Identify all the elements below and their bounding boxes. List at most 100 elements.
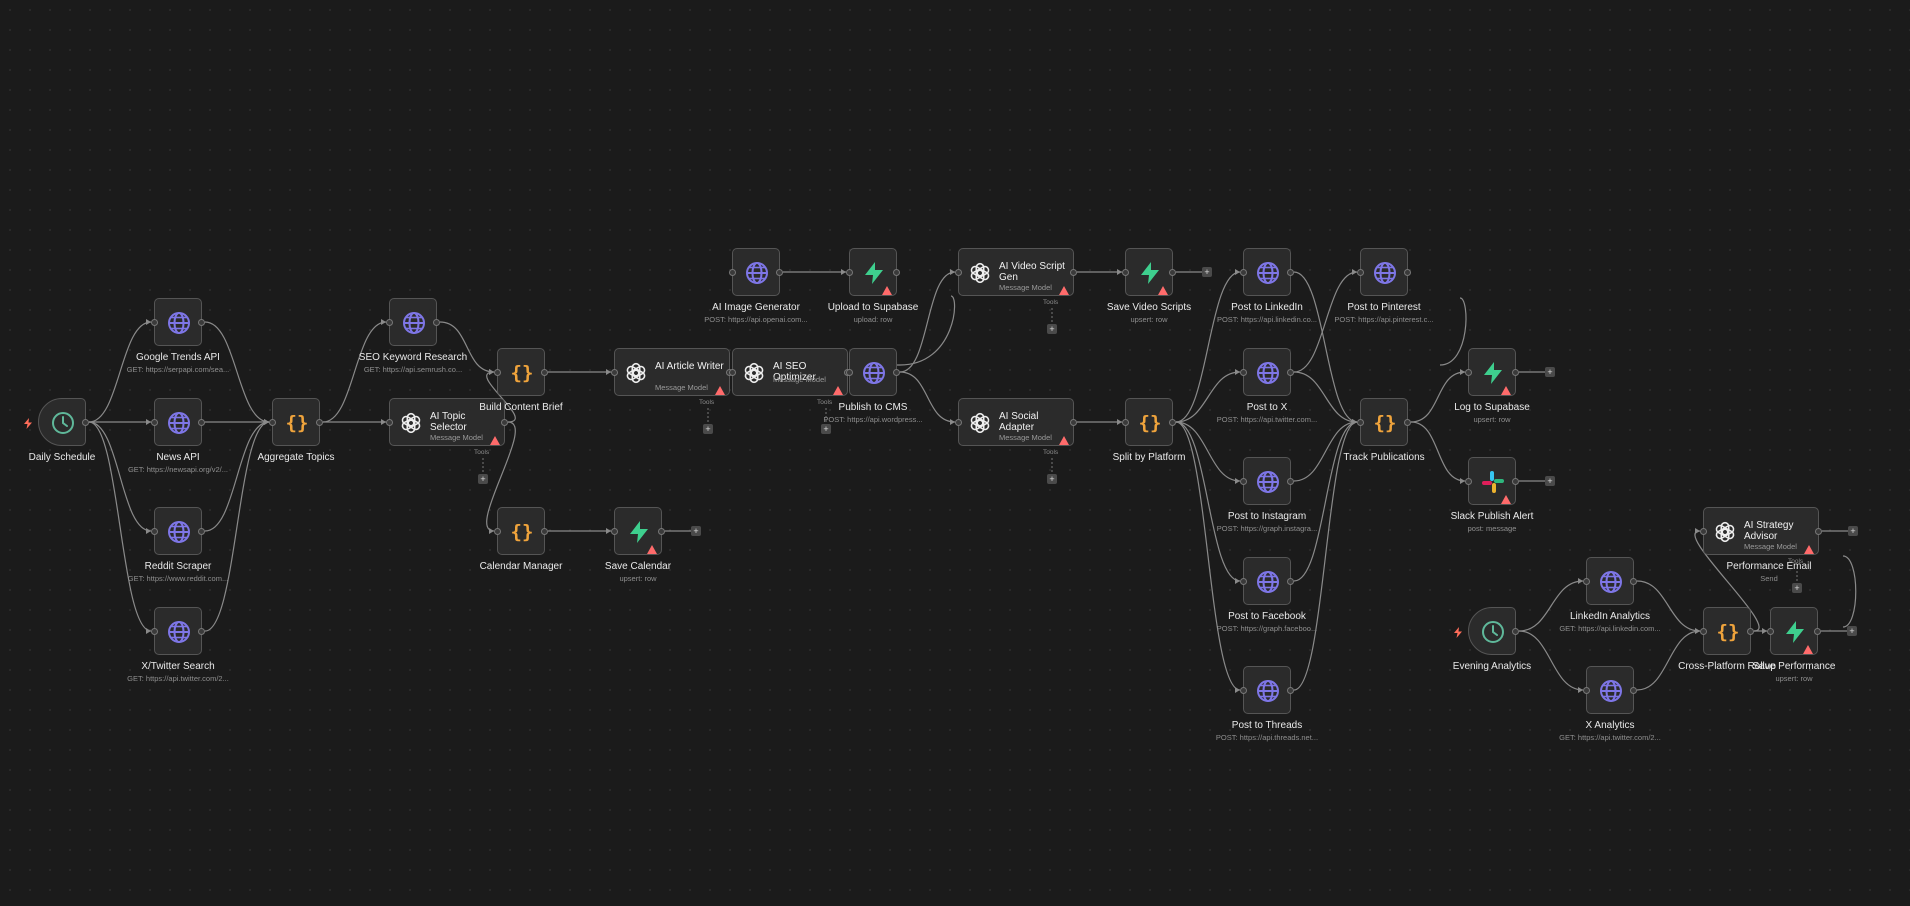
output-port[interactable] [82, 419, 89, 426]
connection-split-threads[interactable] [1175, 421, 1241, 691]
connection-cms-video[interactable] [899, 271, 956, 373]
connection-split-linkedin[interactable] [1175, 271, 1241, 423]
output-port[interactable] [776, 269, 783, 276]
add-node-button[interactable]: + [691, 526, 701, 536]
add-tool-button[interactable]: + [1792, 583, 1802, 593]
node-calendar[interactable]: {} [494, 507, 548, 555]
output-port[interactable] [1169, 269, 1176, 276]
node-seo[interactable] [386, 298, 440, 346]
input-port[interactable] [1767, 628, 1774, 635]
output-port[interactable] [541, 528, 548, 535]
input-port[interactable] [1700, 528, 1707, 535]
output-port[interactable] [1287, 578, 1294, 585]
input-port[interactable] [494, 528, 501, 535]
connection-track-slack[interactable] [1410, 421, 1466, 482]
input-port[interactable] [151, 419, 158, 426]
connection-seo-brief[interactable] [439, 321, 495, 373]
node-evening[interactable] [1468, 607, 1519, 655]
node-threads[interactable] [1240, 666, 1294, 714]
node-imagegen[interactable] [729, 248, 783, 296]
output-port[interactable] [1814, 628, 1821, 635]
node-saveperf[interactable] [1767, 607, 1821, 655]
node-gtrends[interactable] [151, 298, 205, 346]
node-logsupa[interactable] [1465, 348, 1519, 396]
add-tool-button[interactable]: + [1047, 324, 1057, 334]
node-xsearch[interactable] [151, 607, 205, 655]
node-facebook[interactable] [1240, 557, 1294, 605]
output-port[interactable] [198, 528, 205, 535]
connection-topic-calendar[interactable] [486, 421, 516, 532]
node-daily[interactable] [38, 398, 89, 446]
node-savevideo[interactable] [1122, 248, 1176, 296]
output-port[interactable] [658, 528, 665, 535]
input-port[interactable] [1240, 269, 1247, 276]
add-tool-button[interactable]: + [478, 474, 488, 484]
output-port[interactable] [1287, 269, 1294, 276]
input-port[interactable] [729, 369, 736, 376]
connection-daily-xsearch[interactable] [88, 421, 152, 632]
input-port[interactable] [1583, 687, 1590, 694]
input-port[interactable] [1122, 269, 1129, 276]
node-slack[interactable] [1465, 457, 1519, 505]
output-port[interactable] [893, 369, 900, 376]
connection-cms-social[interactable] [899, 371, 956, 423]
connection-instagram-track[interactable] [1293, 421, 1358, 482]
input-port[interactable] [494, 369, 501, 376]
connection-gtrends-aggregate[interactable] [204, 321, 270, 423]
input-port[interactable] [846, 269, 853, 276]
output-port[interactable] [1287, 478, 1294, 485]
output-port[interactable] [1404, 269, 1411, 276]
node-track[interactable]: {} [1357, 398, 1411, 446]
output-port[interactable] [1404, 419, 1411, 426]
input-port[interactable] [1465, 369, 1472, 376]
output-port[interactable] [1747, 628, 1754, 635]
connection-track-logsupa[interactable] [1410, 371, 1466, 423]
connection-xanalytics-rollup[interactable] [1636, 630, 1701, 691]
node-split[interactable]: {} [1122, 398, 1176, 446]
node-lianalytics[interactable] [1583, 557, 1637, 605]
output-port[interactable] [1789, 528, 1796, 535]
node-brief[interactable]: {} [494, 348, 548, 396]
input-port[interactable] [955, 269, 962, 276]
output-port[interactable] [433, 319, 440, 326]
output-port[interactable] [501, 419, 508, 426]
connection-postx-track[interactable] [1293, 371, 1358, 423]
input-port[interactable] [1742, 528, 1749, 535]
output-port[interactable] [1287, 687, 1294, 694]
connection-split-postx[interactable] [1175, 371, 1241, 423]
input-port[interactable] [955, 419, 962, 426]
connection-rollup-strategy[interactable] [1694, 530, 1760, 632]
input-port[interactable] [1122, 419, 1129, 426]
add-node-button[interactable]: + [1848, 526, 1858, 536]
input-port[interactable] [1357, 419, 1364, 426]
output-port[interactable] [198, 419, 205, 426]
output-port[interactable] [1630, 578, 1637, 585]
input-port[interactable] [1583, 578, 1590, 585]
input-port[interactable] [1465, 478, 1472, 485]
input-port[interactable] [151, 319, 158, 326]
connection-threads-track[interactable] [1293, 421, 1358, 691]
output-port[interactable] [541, 369, 548, 376]
output-port[interactable] [1630, 687, 1637, 694]
connection-evening-xanalytics[interactable] [1518, 630, 1584, 691]
input-port[interactable] [729, 269, 736, 276]
node-reddit[interactable] [151, 507, 205, 555]
node-upload[interactable] [846, 248, 900, 296]
input-port[interactable] [1240, 578, 1247, 585]
input-port[interactable] [611, 528, 618, 535]
connection-aggregate-seo[interactable] [322, 321, 387, 423]
add-node-button[interactable]: + [1847, 626, 1857, 636]
connection-facebook-track[interactable] [1293, 421, 1358, 582]
add-tool-button[interactable]: + [1047, 474, 1057, 484]
connection-daily-gtrends[interactable] [88, 321, 152, 423]
node-instagram[interactable] [1240, 457, 1294, 505]
node-postx[interactable] [1240, 348, 1294, 396]
input-port[interactable] [269, 419, 276, 426]
add-tool-button[interactable]: + [703, 424, 713, 434]
input-port[interactable] [386, 419, 393, 426]
output-port[interactable] [1815, 528, 1822, 535]
input-port[interactable] [846, 369, 853, 376]
